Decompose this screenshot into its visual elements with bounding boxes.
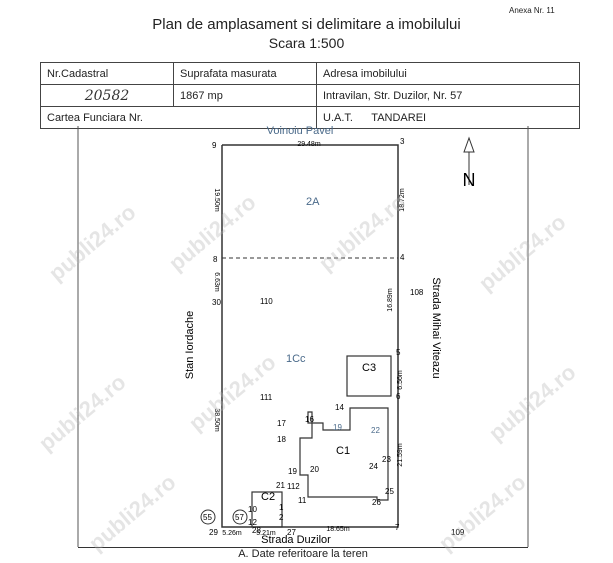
parcel-2a: 2A	[306, 196, 320, 208]
point-23: 23	[382, 455, 391, 464]
point-108: 108	[410, 288, 424, 297]
point-labels: 9 3 8 4 30 110 108 5 111 6 14 17 16 19 2…	[203, 137, 465, 537]
suprafata-label: Suprafata masurata	[173, 62, 317, 85]
annex-label: Anexa Nr. 11	[509, 6, 555, 15]
dim-right-top: 18.72m	[399, 188, 406, 212]
point-57: 57	[235, 513, 244, 522]
point-109: 109	[451, 528, 465, 537]
dim-bottom-right: 18.65m	[326, 526, 350, 533]
point-11: 11	[298, 496, 307, 505]
uat-cell: U.A.T. TANDAREI	[316, 106, 580, 129]
point-18: 18	[277, 435, 286, 444]
point-112: 112	[287, 482, 300, 491]
dim-left-top: 19.50m	[213, 188, 220, 212]
point-14: 14	[335, 403, 344, 412]
point-6: 6	[396, 392, 401, 401]
dim-bottom-mid: 5.21m	[256, 530, 276, 537]
point-29: 29	[209, 528, 218, 537]
carte-funciara-label: Cartea Funciara Nr.	[40, 106, 317, 129]
uat-value: TANDAREI	[371, 111, 427, 124]
uat-label: U.A.T.	[323, 111, 353, 124]
dim-right-mid: 16.89m	[387, 288, 394, 312]
dim-bottom-left: 5.26m	[222, 530, 242, 537]
point-110: 110	[260, 297, 273, 306]
point-25: 25	[385, 487, 394, 496]
point-8: 8	[213, 255, 218, 264]
point-17: 17	[277, 419, 286, 428]
building-c2-label: C2	[261, 491, 275, 503]
circle-mark-57	[232, 509, 248, 525]
point-1: 1	[279, 503, 284, 512]
dim-left-mid: 6.63m	[213, 272, 220, 292]
point-111: 111	[260, 393, 273, 402]
dim-right-c3: 6.56m	[397, 370, 404, 390]
point-10: 10	[248, 505, 257, 514]
point-27: 27	[287, 528, 296, 537]
north-arrow-icon	[463, 136, 475, 153]
point-2: 2	[279, 513, 284, 522]
point-19a: 19	[333, 423, 342, 432]
cadastral-info-table: Nr.Cadastral Suprafata masurata Adresa i…	[40, 62, 580, 129]
street-right: Strada Mihai Viteazu	[430, 277, 442, 378]
point-5: 5	[396, 348, 401, 357]
lot-boundary	[221, 144, 399, 528]
point-22: 22	[371, 426, 380, 435]
dim-top: 29.48m	[297, 141, 321, 148]
point-3: 3	[400, 137, 405, 146]
dim-left-bottom: 38.50m	[213, 408, 220, 432]
point-28: 28	[252, 526, 261, 535]
neighbor-top: Voinoiu Pavel	[267, 125, 334, 137]
point-4: 4	[400, 253, 405, 262]
point-55: 55	[203, 513, 212, 522]
document-title: Plan de amplasament si delimitare a imob…	[152, 16, 461, 33]
point-21: 21	[276, 481, 285, 490]
point-9: 9	[212, 141, 217, 150]
building-c3	[346, 355, 392, 397]
dim-right-bottom: 21.59m	[397, 443, 404, 467]
point-26: 26	[372, 498, 381, 507]
building-c2	[251, 491, 283, 528]
adresa-value: Intravilan, Str. Duzilor, Nr. 57	[316, 84, 580, 107]
parcel-1cc: 1Cc	[286, 353, 306, 365]
section-footer: A. Date referitoare la teren	[78, 547, 528, 560]
point-30: 30	[212, 298, 221, 307]
circle-mark-55	[200, 509, 216, 525]
building-c1	[299, 407, 389, 501]
street-bottom: Strada Duzilor	[261, 534, 331, 546]
neighbor-left: Stan Iordache	[184, 311, 196, 380]
north-label: N	[463, 170, 476, 190]
point-12: 12	[248, 518, 257, 527]
building-c1-label: C1	[336, 445, 350, 457]
point-24: 24	[369, 462, 378, 471]
point-20: 20	[310, 465, 319, 474]
scale-label: Scara 1:500	[268, 35, 345, 51]
point-19b: 19	[288, 467, 297, 476]
point-7: 7	[395, 523, 400, 532]
point-16: 16	[305, 415, 314, 424]
building-c3-label: C3	[362, 362, 376, 374]
